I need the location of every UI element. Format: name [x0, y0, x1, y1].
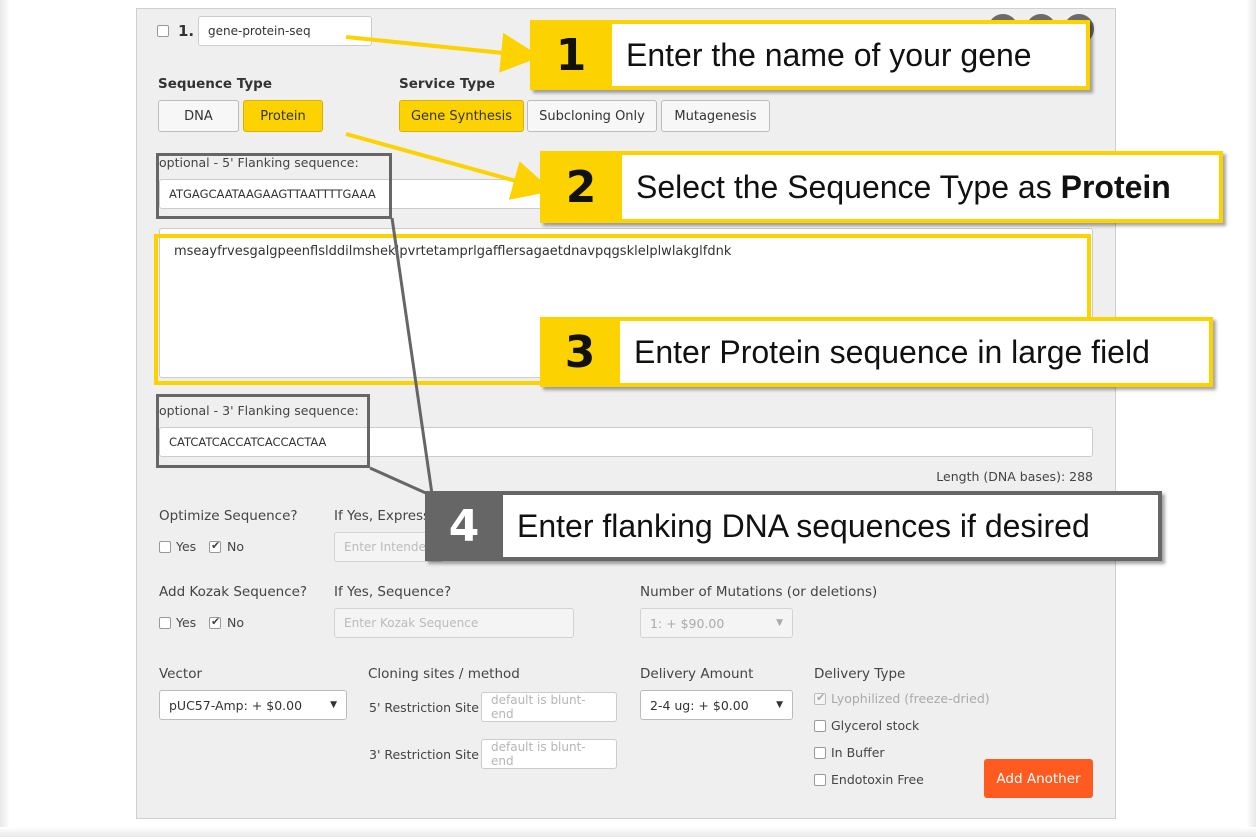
express-placeholder: Enter Intende: [344, 540, 426, 554]
callout-2-number: 2: [565, 161, 597, 213]
sequence-type-protein-button[interactable]: Protein: [243, 100, 323, 132]
kozak-yes-checkbox[interactable]: [159, 617, 171, 629]
site3-label: 3' Restriction Site: [369, 747, 479, 762]
callout-4: 4 Enter flanking DNA sequences if desire…: [425, 491, 1162, 561]
kozak-no-label: No: [227, 615, 244, 630]
cloning-label: Cloning sites / method: [368, 666, 520, 682]
add-another-button[interactable]: Add Another: [984, 759, 1093, 798]
site5-label: 5' Restriction Site: [369, 700, 479, 715]
delivery-lyophilized-checkbox[interactable]: [814, 691, 826, 705]
kozak-seq-input[interactable]: Enter Kozak Sequence: [334, 608, 574, 638]
flank5-highlight: [156, 153, 392, 219]
kozak-yes-label: Yes: [176, 615, 197, 630]
site3-input[interactable]: default is blunt-end: [481, 739, 617, 769]
page-shadow-bottom: [0, 827, 1256, 837]
kozak-seq-label: If Yes, Sequence?: [334, 584, 452, 600]
delivery-endotoxin-label: Endotoxin Free: [831, 772, 924, 787]
vector-select[interactable]: pUC57-Amp: + $0.00 ▼: [159, 690, 347, 720]
express-label: If Yes, Express: [334, 508, 431, 524]
callout-2: 2 Select the Sequence Type as Protein: [540, 151, 1223, 223]
callout-4-text: Enter flanking DNA sequences if desired: [503, 495, 1158, 557]
delivery-amount-label: Delivery Amount: [640, 666, 754, 682]
sequence-type-label: Sequence Type: [158, 76, 273, 92]
vector-selected: pUC57-Amp: + $0.00: [169, 697, 303, 713]
optimize-no-checkbox[interactable]: [209, 539, 221, 553]
callout-1-text: Enter the name of your gene: [612, 24, 1086, 86]
callout-3-number: 3: [564, 326, 596, 378]
callout-3-text: Enter Protein sequence in large field: [620, 321, 1209, 383]
callout-2-text-bold: Protein: [1060, 168, 1171, 205]
item-number: 1.: [178, 22, 195, 40]
optimize-yes-checkbox[interactable]: [159, 541, 171, 553]
delivery-amount-select[interactable]: 2-4 ug: + $0.00 ▼: [640, 690, 793, 720]
callout-3: 3 Enter Protein sequence in large field: [540, 317, 1213, 387]
delivery-amount-selected: 2-4 ug: + $0.00: [650, 697, 749, 713]
service-mutagenesis-button[interactable]: Mutagenesis: [661, 100, 770, 132]
mutations-label: Number of Mutations (or deletions): [640, 584, 878, 600]
optimize-yes-label: Yes: [176, 539, 197, 554]
site5-placeholder: default is blunt-end: [491, 693, 586, 721]
chevron-down-icon: ▼: [776, 700, 783, 710]
delivery-type-label: Delivery Type: [814, 666, 906, 682]
page-shadow-left: [0, 0, 10, 837]
mutations-selected: 1: + $90.00: [650, 615, 725, 631]
gene-order-panel: [136, 8, 1116, 819]
length-readout: Length (DNA bases): 288: [936, 469, 1093, 484]
site3-placeholder: default is blunt-end: [491, 740, 586, 768]
callout-2-text: Select the Sequence Type as Protein: [622, 155, 1219, 219]
mutations-select[interactable]: 1: + $90.00 ▼: [640, 608, 793, 638]
chevron-down-icon: ▼: [330, 700, 337, 710]
item-select-checkbox[interactable]: [157, 25, 169, 37]
flank3-label: optional - 3' Flanking sequence:: [159, 403, 359, 418]
optimize-no-label: No: [227, 539, 244, 554]
delivery-buffer-label: In Buffer: [831, 745, 885, 760]
delivery-buffer-checkbox[interactable]: [814, 747, 826, 759]
delivery-lyophilized-label: Lyophilized (freeze-dried): [831, 691, 990, 706]
kozak-no-checkbox[interactable]: [209, 615, 221, 629]
delivery-glycerol-label: Glycerol stock: [831, 718, 920, 733]
delivery-glycerol-checkbox[interactable]: [814, 720, 826, 732]
chevron-down-icon: ▼: [776, 618, 783, 628]
callout-1-number: 1: [555, 29, 587, 81]
page-shadow-right: [1246, 0, 1256, 837]
flank3-highlight: [156, 394, 370, 468]
site5-input[interactable]: default is blunt-end: [481, 692, 617, 722]
callout-4-number: 4: [448, 500, 480, 552]
kozak-label: Add Kozak Sequence?: [159, 584, 308, 600]
kozak-seq-placeholder: Enter Kozak Sequence: [344, 616, 479, 630]
callout-1: 1 Enter the name of your gene: [530, 20, 1090, 90]
flank3-input[interactable]: CATCATCACCATCACCACTAA: [159, 427, 1093, 457]
gene-name-input[interactable]: gene-protein-seq: [198, 16, 372, 46]
optimize-label: Optimize Sequence?: [159, 508, 298, 524]
service-subcloning-button[interactable]: Subcloning Only: [527, 100, 657, 132]
service-type-label: Service Type: [399, 76, 496, 92]
sequence-type-dna-button[interactable]: DNA: [158, 100, 239, 132]
service-gene-synthesis-button[interactable]: Gene Synthesis: [399, 100, 524, 132]
delivery-endotoxin-checkbox[interactable]: [814, 774, 826, 786]
callout-2-text-prefix: Select the Sequence Type as: [636, 168, 1061, 205]
flank5-label: optional - 5' Flanking sequence:: [159, 155, 359, 170]
vector-label: Vector: [159, 666, 203, 682]
